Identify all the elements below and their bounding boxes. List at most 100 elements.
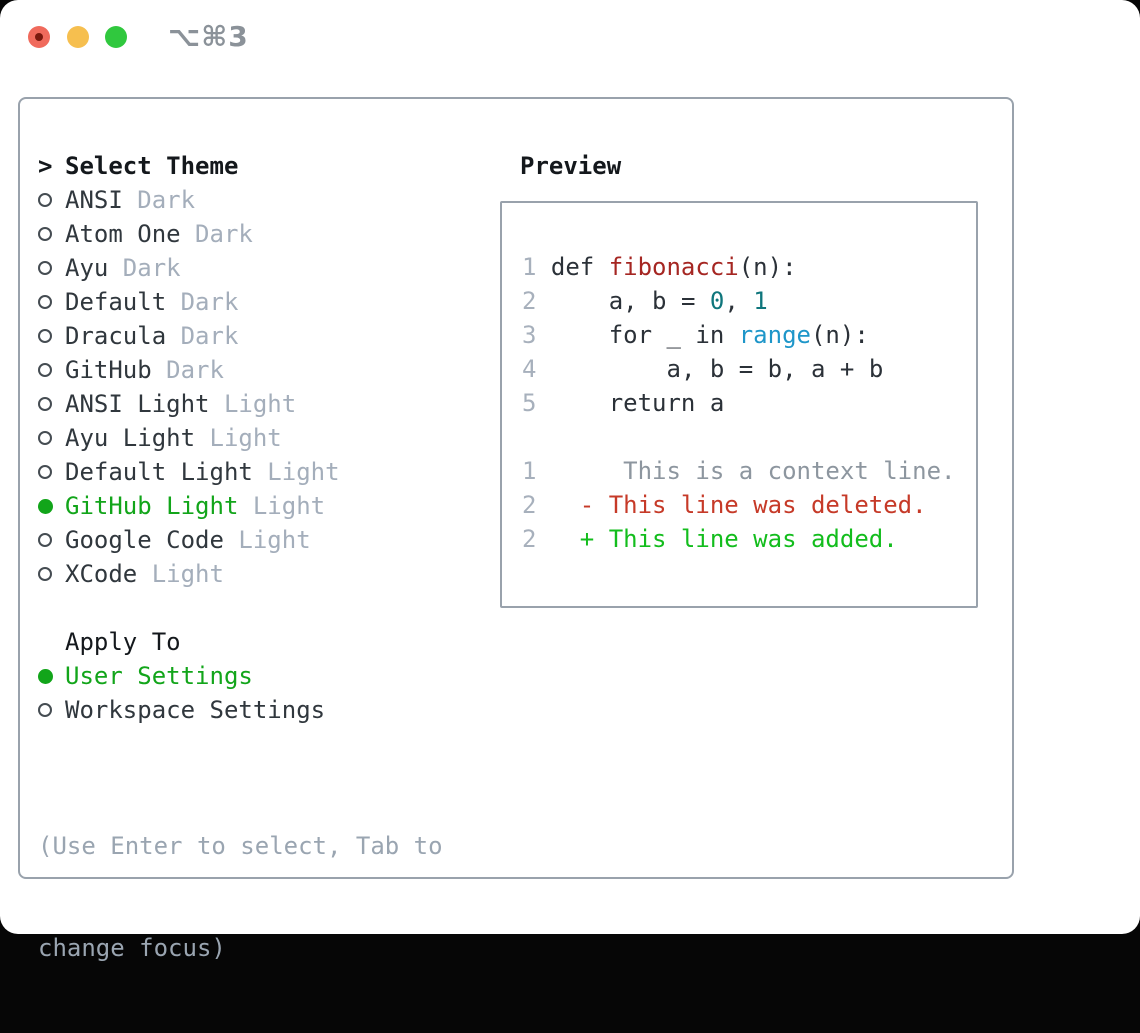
code-token-deleted: - This line was deleted. bbox=[550, 491, 927, 519]
code-token-var: a bbox=[666, 355, 681, 383]
line-number: 1 bbox=[522, 253, 537, 281]
help-text-line: (Use Enter to select, Tab to bbox=[38, 832, 443, 860]
option-variant-tag: Dark bbox=[122, 254, 181, 282]
option-label: Ayu Light Light bbox=[65, 424, 282, 452]
option-label: ANSI Dark bbox=[65, 186, 196, 214]
radio-icon bbox=[38, 465, 65, 479]
theme-option[interactable]: Dracula Dark bbox=[38, 319, 443, 353]
radio-icon bbox=[38, 431, 65, 445]
option-label: XCode Light bbox=[65, 560, 224, 588]
code-token-plain bbox=[551, 287, 609, 315]
option-label: GitHub Light Light bbox=[65, 492, 326, 520]
code-token-plain: (n): bbox=[810, 321, 869, 349]
line-number: 5 bbox=[522, 389, 537, 417]
radio-icon bbox=[38, 363, 65, 377]
apply-to-title: Apply To bbox=[65, 628, 181, 656]
option-label: Atom One Dark bbox=[65, 220, 253, 248]
option-label: Workspace Settings bbox=[65, 696, 326, 724]
theme-option[interactable]: Default Light Light bbox=[38, 455, 443, 489]
zoom-button[interactable] bbox=[105, 26, 127, 48]
code-token-number: 1 bbox=[753, 287, 768, 315]
line-number: 3 bbox=[522, 321, 537, 349]
line-number: 4 bbox=[522, 355, 537, 383]
code-line bbox=[522, 423, 976, 457]
apply-to-header: Apply To bbox=[38, 625, 443, 659]
code-token-plain: , bbox=[680, 355, 710, 383]
apply-to-option[interactable]: User Settings bbox=[38, 659, 443, 693]
code-token-number: 0 bbox=[709, 287, 725, 315]
code-line: 2 + This line was added. bbox=[522, 525, 976, 559]
option-variant-tag: Light bbox=[252, 492, 326, 520]
minimize-button[interactable] bbox=[66, 26, 89, 48]
option-variant-tag: Dark bbox=[195, 220, 253, 248]
apply-to-option[interactable]: Workspace Settings bbox=[38, 693, 443, 727]
code-token-plain: return bbox=[550, 389, 710, 417]
option-label: Default Light Light bbox=[65, 458, 340, 486]
line-number: 2 bbox=[522, 491, 537, 519]
option-variant-tag: Dark bbox=[180, 322, 239, 350]
code-token-plain: + bbox=[825, 355, 869, 383]
code-token-plain bbox=[551, 355, 667, 383]
option-variant-tag: Dark bbox=[137, 186, 196, 214]
code-token-plain: , bbox=[623, 287, 653, 315]
line-number: 2 bbox=[522, 525, 537, 553]
code-token-var: b bbox=[868, 355, 884, 383]
code-token-var: a bbox=[608, 287, 624, 315]
code-token-plain: def bbox=[550, 253, 609, 281]
theme-option[interactable]: ANSI Light Light bbox=[38, 387, 443, 421]
option-variant-tag: Dark bbox=[166, 356, 224, 384]
radio-selected-icon bbox=[38, 668, 65, 684]
help-text: (Use Enter to select, Tab to change focu… bbox=[38, 761, 443, 1033]
line-number: 1 bbox=[522, 457, 537, 485]
code-token-plain: , bbox=[724, 287, 754, 315]
radio-icon bbox=[38, 227, 65, 241]
close-dot-icon bbox=[35, 33, 43, 41]
window-title-shortcut: ⌥⌘3 bbox=[168, 20, 249, 53]
radio-icon bbox=[38, 193, 65, 207]
code-token-plain: = bbox=[724, 355, 768, 383]
theme-option[interactable]: GitHub Light Light bbox=[38, 489, 443, 523]
theme-option[interactable]: Default Dark bbox=[38, 285, 443, 319]
code-token-var: a bbox=[811, 355, 826, 383]
option-variant-tag: Light bbox=[238, 526, 311, 554]
theme-option[interactable]: Ayu Light Light bbox=[38, 421, 443, 455]
theme-list-title: Select Theme bbox=[65, 152, 239, 180]
option-label: GitHub Dark bbox=[65, 356, 224, 384]
traffic-lights bbox=[28, 26, 127, 48]
theme-option[interactable]: Atom One Dark bbox=[38, 217, 443, 251]
theme-option[interactable]: ANSI Dark bbox=[38, 183, 443, 217]
preview-title: Preview bbox=[520, 152, 622, 180]
code-token-plain: for _ in bbox=[550, 321, 739, 349]
spacer bbox=[38, 591, 443, 625]
radio-icon bbox=[38, 397, 65, 411]
theme-option[interactable]: Ayu Dark bbox=[38, 251, 443, 285]
option-variant-tag: Light bbox=[267, 458, 340, 486]
code-line: 4 a, b = b, a + b bbox=[522, 355, 976, 389]
code-token-plain: = bbox=[666, 287, 710, 315]
radio-icon bbox=[38, 329, 65, 343]
code-line: 5 return a bbox=[522, 389, 976, 423]
option-label: Google Code Light bbox=[65, 526, 311, 554]
help-text-line: change focus) bbox=[38, 934, 226, 962]
option-label: Dracula Dark bbox=[65, 322, 239, 350]
radio-icon bbox=[38, 261, 65, 275]
option-label: Ayu Dark bbox=[65, 254, 181, 282]
option-variant-tag: Light bbox=[151, 560, 224, 588]
code-token-var: b bbox=[652, 287, 667, 315]
code-token-var: b bbox=[709, 355, 725, 383]
theme-option[interactable]: GitHub Dark bbox=[38, 353, 443, 387]
code-token-var: a bbox=[709, 389, 725, 417]
code-line: 2 - This line was deleted. bbox=[522, 491, 976, 525]
close-button[interactable] bbox=[28, 26, 50, 48]
theme-option[interactable]: Google Code Light bbox=[38, 523, 443, 557]
theme-option[interactable]: XCode Light bbox=[38, 557, 443, 591]
theme-list-header: > Select Theme bbox=[38, 149, 443, 183]
radio-selected-icon bbox=[38, 498, 65, 514]
